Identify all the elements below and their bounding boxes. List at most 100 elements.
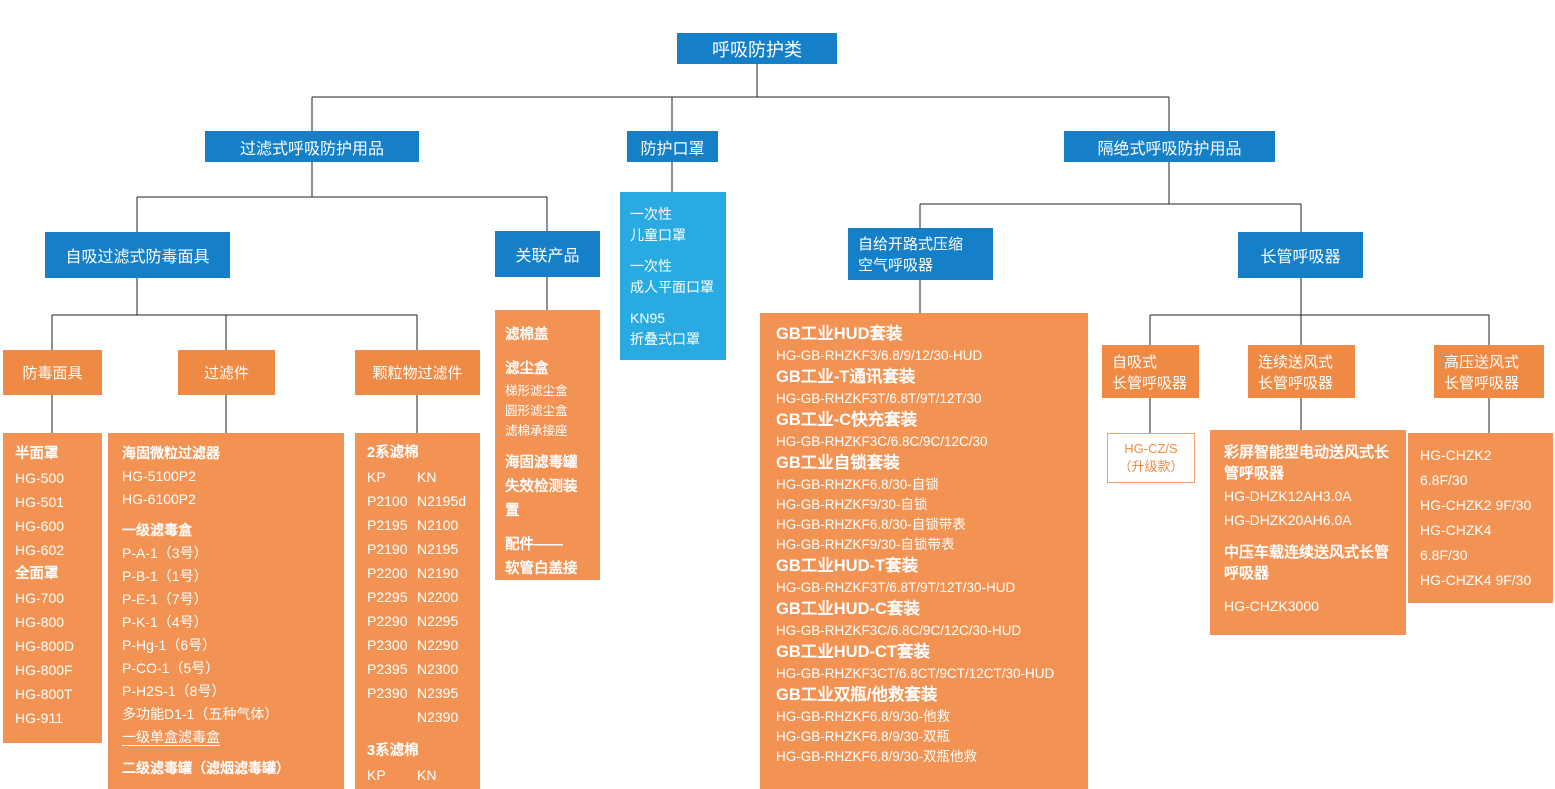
list-item: HG-GB-RHZKF9/30-自锁带表 [776,537,955,552]
list-cell [367,705,417,729]
list-item: 一级滤毒盒 [122,522,192,538]
list-cell: N2290 [417,637,459,653]
list-item: 中压车载连续送风式长管呼吸器 [1224,544,1390,582]
list-item: HG-501 [15,494,65,510]
list-item: P2100 N2195d [367,489,468,513]
list-cell: P2195 [367,517,408,533]
list-item: HG-GB-RHZKF6.8/9/30-他救 [776,709,951,724]
list-item: HG-800F [15,662,73,678]
node-self-priming-filter-mask: 自吸过滤式防毒面具 [45,232,230,278]
node-related-products: 关联产品 [495,231,600,277]
list-cell: P2200 [367,565,408,581]
list-item: P-H2S-1（8号） [122,683,226,699]
header-gas-mask: 防毒面具 [3,350,102,395]
list-item: P2300 N2290 [367,633,468,657]
list-item: 滤棉承接座 [505,424,568,438]
list-cell: KN [417,469,437,485]
list-item: 梯形滤尘盒 [505,384,568,398]
list-item: HG-GB-RHZKF3CT/6.8CT/9CT/12CT/30-HUD [776,666,1055,681]
list-cell: P2395 [367,661,408,677]
list-item: HG-5100P2 [122,468,196,484]
list-item: P-E-1（7号） [122,591,208,607]
list-item: GB工业-T通讯套装 [776,368,916,386]
list-cell: KP [367,767,386,783]
list-item: HG-CHZK3000 [1224,598,1319,614]
list-item: GB工业自锁套装 [776,454,900,472]
list-item: 失效检测装置 [505,479,578,519]
list-item: HG-700 [15,590,65,606]
list-item: P-B-1（1号） [122,568,208,584]
list-item: 3系滤棉 [367,743,419,759]
list-item: GB工业HUD-C套装 [776,600,920,618]
list-item: 半面罩 [15,446,59,462]
list-cell: P2300 [367,637,408,653]
list-item: 配件—— [505,537,563,553]
list-item: 儿童口罩 [630,227,686,243]
list-item: GB工业-C快充套装 [776,411,918,429]
list-item: HG-500 [15,470,65,486]
node-long-tube-respirator: 长管呼吸器 [1238,232,1363,278]
list-item: HG-800 [15,614,65,630]
list-cell: P2100 [367,493,408,509]
list-item: HG-GB-RHZKF3T/6.8T/9T/12T/30-HUD [776,580,1016,595]
list-cell: P2190 [367,541,408,557]
list-item: GB工业HUD套装 [776,325,903,343]
node-isolation-type-products: 隔绝式呼吸防护用品 [1064,131,1275,162]
header-particulate-filters: 颗粒物过滤件 [355,350,480,395]
list-item: 全面罩 [15,566,59,582]
list-item: P2195 N2100 [367,513,468,537]
header-high-pressure-long-tube: 高压送风式 长管呼吸器 [1434,345,1544,398]
list-item: HG-GB-RHZKF3C/6.8C/9C/12C/30-HUD [776,623,1022,638]
header-filter-parts: 过滤件 [178,350,275,395]
list-item: HG-GB-RHZKF6.8/9/30-双瓶他救 [776,749,978,764]
leaf-related-products-list: 滤棉盖滤尘盒梯形滤尘盒圆形滤尘盒滤棉承接座海固滤毒罐失效检测装置配件——软管白盖… [495,310,600,580]
list-item: P-K-1（4号） [122,614,208,630]
list-cell: N2100 [417,517,459,533]
list-cell: N2390 [417,709,459,725]
list-item: GB工业HUD-CT套装 [776,643,930,661]
list-item: HG-911 [15,710,63,726]
list-item: HG-602 [15,542,65,558]
list-item: 折叠式口罩 [630,331,700,347]
list-cell: N2295 [417,613,459,629]
list-cell: P2290 [367,613,408,629]
node-protective-masks: 防护口罩 [627,131,718,162]
list-item: HG-6100P2 [122,491,196,507]
list-item: 海固滤毒罐 [505,455,578,471]
list-item: HG-GB-RHZKF6.8/30-自锁 [776,477,939,492]
list-item: P2290 N2295 [367,609,468,633]
list-item: HG-GB-RHZKF6.8/9/30-双瓶 [776,729,951,744]
list-item: HG-600 [15,518,65,534]
leaf-scba-models: GB工业HUD套装 HG-GB-RHZKF3/6.8/9/12/30-HUD GB工… [760,313,1088,789]
list-item: KN95 [630,310,666,326]
list-item: 多功能D1-1（五种气体） [122,706,279,722]
list-item: P-Hg-1（6号） [122,637,217,653]
list-cell: KP [367,469,386,485]
list-item: HG-GB-RHZKF6.8/30-自锁带表 [776,517,966,532]
list-item: P-CO-1（5号） [122,660,220,676]
node-scba-open-circuit: 自给开路式压缩 空气呼吸器 [848,228,993,280]
list-item: HG-DHZK12AH3.0A [1224,488,1352,504]
model-code: HG-CZ/S [1124,441,1178,456]
list-cell: N2195d [417,493,467,509]
list-item: 一次性 [630,206,672,222]
node-filter-type-products: 过滤式呼吸防护用品 [205,131,419,162]
list-item: HG-CHZK2 6.8F/30 [1420,447,1492,488]
list-item: 一次性 [630,258,672,274]
list-item: HG-800D [15,638,75,654]
list-item: HG-CHZK2 9F/30 [1420,497,1532,513]
list-item: HG-GB-RHZKF3C/6.8C/9C/12C/30 [776,434,988,449]
list-item: 海固微粒过滤器 [122,445,220,461]
list-item: HG-GB-RHZKF3/6.8/9/12/30-HUD [776,348,983,363]
list-item: HG-CHZK4 9F/30 [1420,572,1532,588]
model-variant: （升级款） [1118,459,1184,474]
